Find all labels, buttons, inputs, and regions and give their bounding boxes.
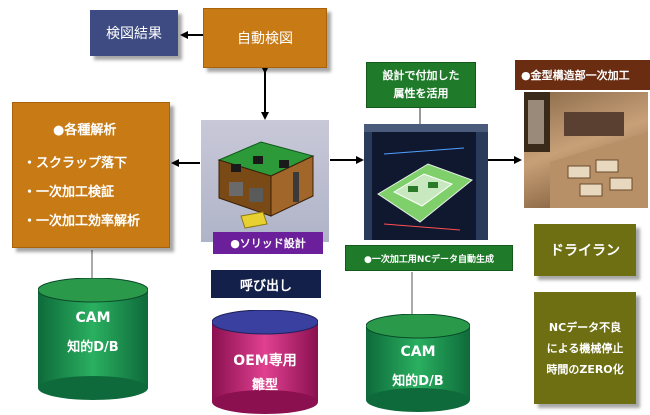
kaiseki-box: ●各種解析 ・スクラップ落下 ・一次加工検証 ・一次加工効率解析 xyxy=(12,102,170,248)
dryrun-box: ドライラン xyxy=(534,224,636,276)
kinkata-box: ●金型構造部一次加工 xyxy=(515,60,650,90)
yobidashi-box: 呼び出し xyxy=(211,270,321,298)
kaiseki-item: ・一次加工効率解析 xyxy=(23,214,141,229)
yobidashi-label: 呼び出し xyxy=(239,278,292,294)
machining-photo xyxy=(524,92,648,208)
cam-right-line1: CAM xyxy=(400,344,436,360)
cylinder-shape xyxy=(366,314,470,412)
kaiseki-title: ●各種解析 xyxy=(53,123,117,138)
nc-zero-line: による機械停止 xyxy=(546,341,624,355)
cam-right-line2: 知的D/B xyxy=(392,374,444,389)
solid-design-box: ●ソリッド設計 xyxy=(213,232,323,254)
nc-zero-box: NCデータ不良 による機械停止 時間のZERO化 xyxy=(534,292,636,404)
kaiseki-item: ・スクラップ落下 xyxy=(23,156,128,171)
cam-left-line1: CAM xyxy=(75,310,111,326)
kenzu-kekka-box: 検図結果 xyxy=(90,10,178,56)
settei-line: 属性を活用 xyxy=(393,87,449,100)
cam-db-left-cylinder: CAM 知的D/B xyxy=(38,278,148,400)
die-model-illustration xyxy=(217,141,315,229)
cylinder-shape xyxy=(38,278,148,400)
cylinder-shape xyxy=(212,310,318,414)
kinkata-label: ●金型構造部一次加工 xyxy=(521,69,630,82)
cam-left-line2: 知的D/B xyxy=(67,340,119,355)
cam-db-right-cylinder: CAM 知的D/B xyxy=(366,314,470,412)
jido-kenzu-box: 自動検図 xyxy=(203,8,327,68)
solid-design-label: ●ソリッド設計 xyxy=(230,237,306,250)
oem-line2: 雛型 xyxy=(251,378,278,393)
cad-die-model-image xyxy=(201,120,329,242)
jido-kenzu-label: 自動検図 xyxy=(237,31,293,47)
cam-software-screenshot xyxy=(364,124,488,240)
cam-screen-illustration xyxy=(364,124,488,240)
nc-auto-label: ●一次加工用NCデータ自動生成 xyxy=(364,254,494,265)
dryrun-label: ドライラン xyxy=(550,243,620,259)
oem-template-cylinder: OEM専用 雛型 xyxy=(212,310,318,414)
settei-box: 設計で付加した 属性を活用 xyxy=(366,62,476,108)
oem-line1: OEM専用 xyxy=(233,353,297,369)
settei-line: 設計で付加した xyxy=(382,69,460,82)
machining-photo-illustration xyxy=(524,92,648,208)
nc-zero-line: NCデータ不良 xyxy=(548,320,622,334)
nc-zero-line: 時間のZERO化 xyxy=(546,362,624,376)
kenzu-kekka-label: 検図結果 xyxy=(106,26,162,42)
nc-auto-box: ●一次加工用NCデータ自動生成 xyxy=(345,245,513,271)
kaiseki-item: ・一次加工検証 xyxy=(23,185,115,200)
